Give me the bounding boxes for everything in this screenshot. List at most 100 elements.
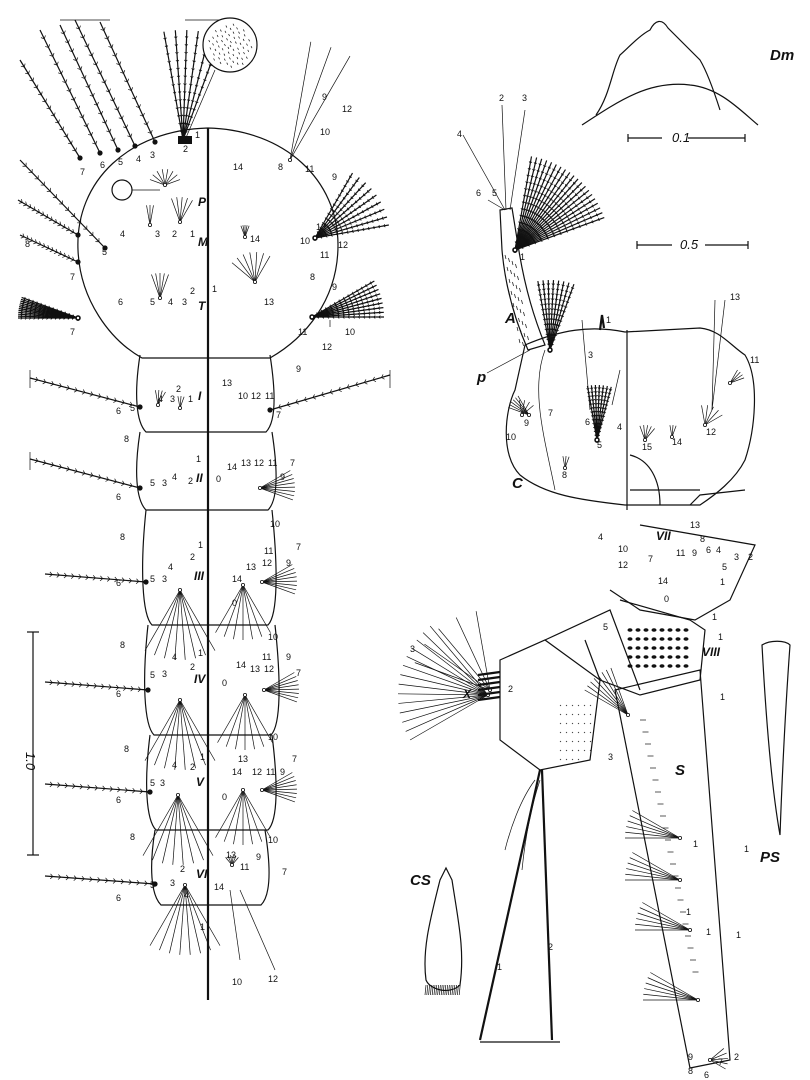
seta-barb [344, 223, 346, 226]
seta-barb [557, 324, 559, 327]
seta-alveolus [252, 279, 257, 284]
seta-barb [177, 107, 180, 110]
saddle-spicule [565, 740, 568, 743]
seta-barb [49, 876, 54, 880]
seta-barb [109, 786, 113, 790]
seta-barb [552, 303, 555, 306]
spicule [242, 46, 245, 49]
seta-barb [332, 315, 335, 318]
antenna-spicule [510, 290, 513, 296]
seta-number: 7 [290, 458, 295, 468]
seta-barb [604, 403, 607, 407]
seta-barb [20, 65, 25, 68]
seta-barb [59, 315, 62, 317]
metathoracic-seta-13 [254, 253, 264, 283]
seta-barb [539, 288, 542, 292]
seta-barb [121, 483, 125, 486]
seta-alveolus [513, 247, 518, 252]
seta-barb [193, 92, 195, 95]
seta-number: 2 [176, 384, 181, 394]
spicule [208, 39, 211, 43]
seta-barb [46, 314, 49, 317]
seta-barb [549, 338, 552, 341]
prothoracic-seta-right [289, 47, 332, 161]
seta-barb [25, 201, 27, 206]
seta-barb [39, 305, 42, 308]
spicule [232, 31, 235, 34]
seta-barb [88, 54, 93, 57]
seta-barb [526, 174, 529, 177]
seta-barb [20, 310, 23, 313]
seta-barb [59, 314, 62, 317]
seta-barb [101, 683, 105, 687]
saddle-spicule [577, 704, 580, 707]
seta-number: 7 [548, 408, 553, 418]
seta-barb [278, 407, 282, 410]
head-seta-9 [521, 401, 530, 416]
mesothoracic-seta-1 [179, 200, 193, 223]
seta-barb [585, 209, 589, 211]
seta-barb [609, 393, 612, 395]
head-seta-10 [512, 399, 530, 416]
seta-barb [550, 175, 553, 178]
seta-barb [565, 300, 568, 304]
seta-barb [64, 683, 68, 687]
seta-barb [529, 181, 531, 185]
seta-barb [538, 294, 541, 297]
seta-barb [82, 114, 85, 118]
seta-barb [547, 338, 550, 341]
antenna-spicule [510, 269, 512, 275]
seta-barb [67, 39, 70, 43]
seta-barb [557, 226, 559, 230]
head-seta-8 [564, 456, 570, 469]
seta-barb [594, 430, 597, 433]
seta-barb [53, 252, 58, 254]
seta-barb [552, 298, 555, 301]
comb-scale [667, 637, 673, 641]
seta-number: 10 [232, 977, 242, 987]
seta-barb [533, 242, 537, 245]
seta-barb [330, 307, 333, 310]
seta-barb [23, 298, 26, 301]
seta-barb [357, 230, 360, 233]
grid-bar [477, 675, 501, 682]
seta-number: 5 [597, 440, 602, 450]
seta-barb [333, 204, 336, 206]
spicule [238, 31, 240, 34]
seta-barb [548, 338, 551, 341]
seta-barb [552, 333, 555, 336]
seta-barb [113, 878, 116, 882]
comb-scale [675, 628, 681, 632]
seta-alveolus [696, 998, 701, 1003]
seta-barb [55, 311, 58, 313]
seta-barb [571, 286, 573, 290]
seta-number: 8 [700, 534, 705, 544]
seta-barb [46, 315, 49, 318]
seta-barb [561, 221, 564, 224]
seta-alveolus [229, 863, 234, 868]
panel-label-head: C [512, 475, 524, 492]
seta-barb [362, 229, 365, 232]
seta-barb [97, 477, 101, 480]
seta-barb [561, 315, 565, 318]
seta-barb [598, 387, 602, 390]
siphon-seta-1 [625, 831, 681, 839]
spicule [235, 41, 237, 44]
seta-number: 3 [734, 552, 739, 562]
seta-barb [166, 45, 169, 48]
segment-label: M [198, 235, 209, 249]
seta-barb [20, 317, 23, 320]
antenna-spicule [514, 293, 516, 299]
seta-barb [18, 202, 23, 204]
seta-barb [92, 92, 95, 97]
antenna-spicule [515, 284, 518, 290]
seta-barb [150, 129, 153, 134]
siphon-seta-1 [637, 912, 691, 931]
seta-barb [372, 307, 375, 310]
seta-barb [383, 225, 386, 228]
spicule [219, 61, 222, 65]
seta-barb [534, 205, 536, 208]
seta-barb [359, 296, 362, 299]
seta-barb [330, 234, 333, 237]
abdominal-segment-2 [136, 431, 277, 511]
